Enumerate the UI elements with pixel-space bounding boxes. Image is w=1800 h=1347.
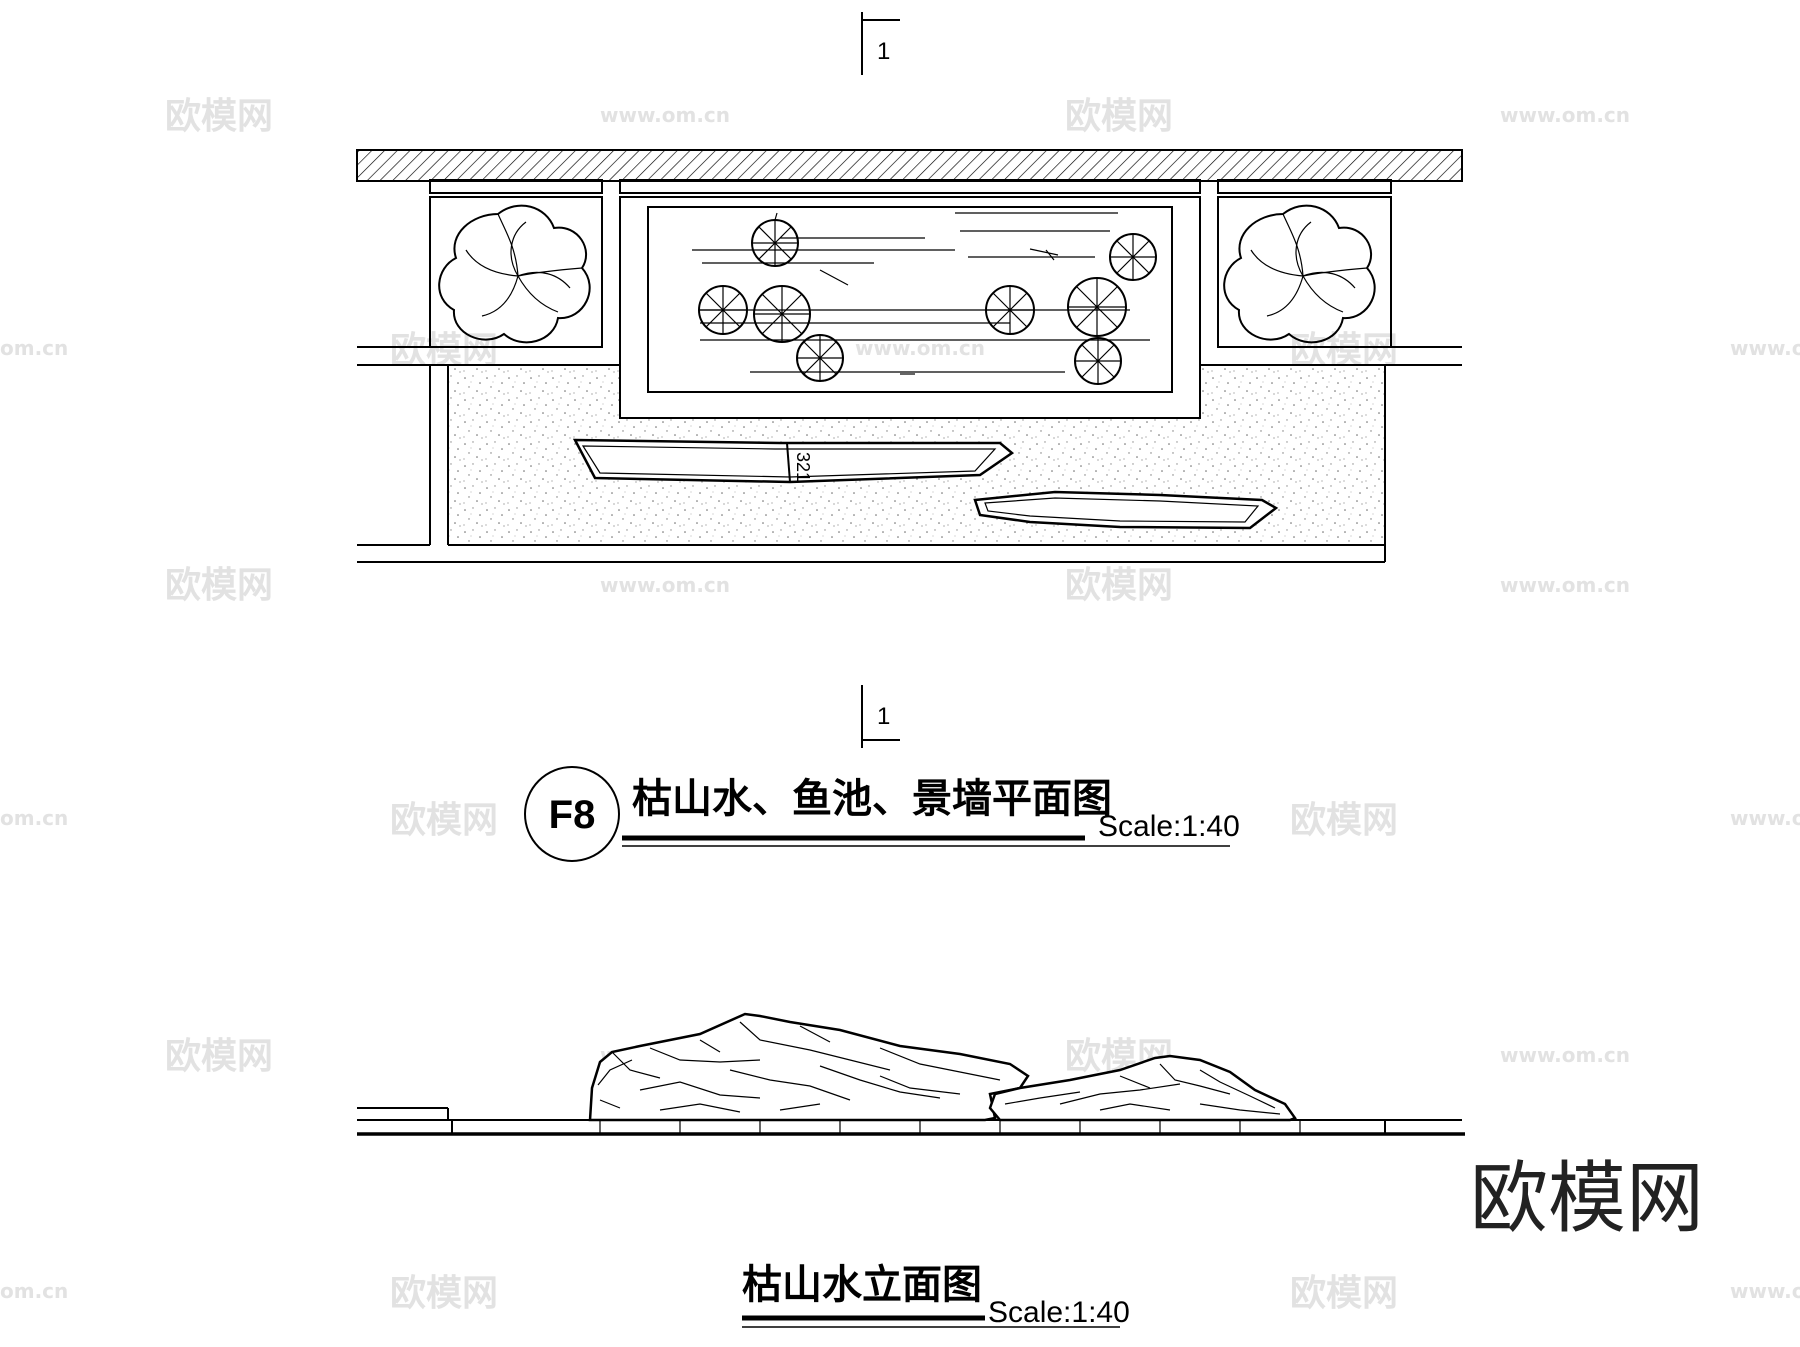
wall-panel-right <box>1217 179 1392 194</box>
lily-pad <box>753 285 811 343</box>
plan-view: 1 <box>356 12 1463 862</box>
watermark-brand: 欧模网 <box>390 800 498 841</box>
watermark-url: www.om.cn <box>1500 1043 1630 1067</box>
paving-joints <box>599 1120 1301 1134</box>
paving-edges <box>357 346 1462 563</box>
elevation-title: 枯山水立面图 <box>742 1262 982 1308</box>
rock-elevation-large <box>588 1012 1030 1122</box>
section-mark-label: 1 <box>877 703 890 730</box>
lily-pad <box>698 285 748 335</box>
watermark-brand: 欧模网 <box>1290 800 1398 841</box>
elevation-scale: Scale:1:40 <box>988 1296 1130 1329</box>
watermark-url: www.om.cn <box>1500 573 1630 597</box>
wall-panel-center <box>619 179 1201 194</box>
lily-pads <box>698 212 1157 385</box>
watermark-brand: 欧模网 <box>1065 565 1173 606</box>
fish-pond-inner <box>647 206 1173 393</box>
watermark-brand: 欧模网 <box>390 1273 498 1314</box>
watermark-partial-url: om.cn <box>0 1279 68 1303</box>
lily-pad <box>1109 233 1157 281</box>
watermark-brand: 欧模网 <box>165 96 273 137</box>
brand-logo: 欧模网 <box>1470 1154 1704 1244</box>
wall-panel-left <box>429 179 603 194</box>
lily-pad <box>1067 277 1127 337</box>
lily-pad <box>751 212 799 267</box>
stone-plan-right <box>973 490 1279 530</box>
watermark-brand: 欧模网 <box>1065 96 1173 137</box>
lily-pad <box>985 285 1035 335</box>
water-lines <box>692 212 1150 375</box>
fish-pond-outer <box>619 196 1201 419</box>
stone-plan-left: 321 <box>572 438 1015 484</box>
elevation-view: 枯山水立面图 Scale:1:40 <box>357 1012 1465 1329</box>
shrub-left <box>438 204 591 344</box>
lily-pad <box>1074 337 1122 385</box>
watermark-layer: 欧模网 www.om.cn 欧模网 www.om.cn om.cn 欧模网 ww… <box>0 96 1800 1314</box>
watermark-brand: 欧模网 <box>165 1036 273 1077</box>
rock-elevation-small <box>988 1054 1297 1122</box>
plan-scale: Scale:1:40 <box>1098 810 1240 843</box>
plan-title-block: F8 枯山水、鱼池、景墙平面图 Scale:1:40 <box>524 766 1240 862</box>
shrub-right <box>1223 204 1376 344</box>
elevation-title-block: 枯山水立面图 Scale:1:40 <box>742 1262 1130 1329</box>
watermark-brand: 欧模网 <box>1290 1273 1398 1314</box>
watermark-partial-url: om.cn <box>0 336 68 360</box>
watermark-brand: 欧模网 <box>165 565 273 606</box>
plan-title: 枯山水、鱼池、景墙平面图 <box>632 776 1112 822</box>
watermark-url: www.om.cn <box>1500 103 1630 127</box>
section-mark-top: 1 <box>861 12 900 75</box>
drawing-tag: F8 <box>549 793 596 837</box>
watermark-url: www.om.cn <box>600 103 730 127</box>
planter-left <box>429 196 603 348</box>
watermark-url: www.om.cn <box>600 573 730 597</box>
watermark-partial-url: om.cn <box>0 806 68 830</box>
wall-hatch <box>356 149 1463 182</box>
section-mark-label: 1 <box>877 38 890 65</box>
lily-pad <box>796 334 844 382</box>
stone-label: 321 <box>793 452 813 482</box>
watermark-url: www.om.cn <box>1730 1279 1800 1303</box>
planter-right <box>1217 196 1392 348</box>
watermark-url: www.om.cn <box>1730 806 1800 830</box>
watermark-url: www.om.cn <box>1730 336 1800 360</box>
section-mark-bottom: 1 <box>861 685 900 748</box>
